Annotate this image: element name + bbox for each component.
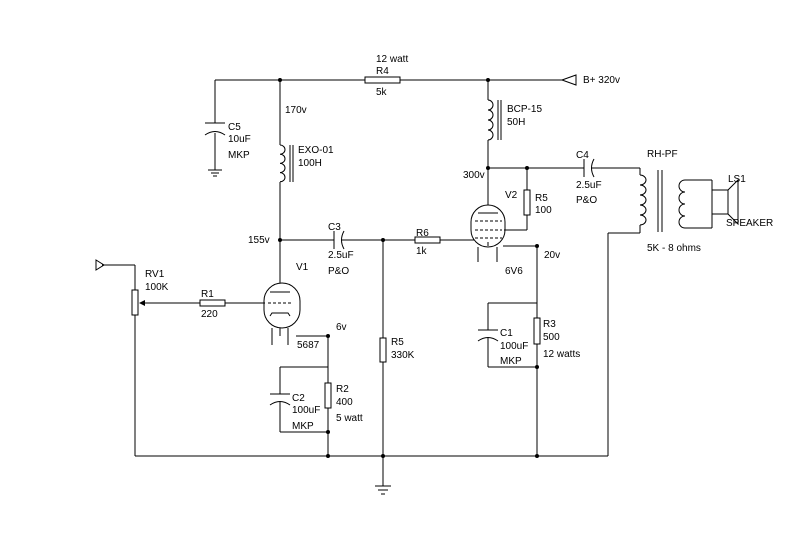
r4-ref: R4 (376, 66, 389, 77)
v1-tube (263, 282, 301, 345)
c2-capacitor (269, 393, 291, 406)
labels: 12 watt R4 5k B+ 320v C5 10uF MKP 170v E… (145, 54, 773, 432)
c2-ref: C2 (292, 393, 305, 404)
r5-screen-resistor (523, 189, 531, 216)
exo-value: 100H (298, 158, 322, 169)
r3-power: 12 watts (543, 349, 580, 360)
v1-cathode-voltage: 6v (336, 322, 347, 333)
r6-value: 1k (416, 246, 428, 257)
r5-screen-ref: R5 (535, 193, 548, 204)
c1-type: MKP (500, 356, 522, 367)
r4-power: 12 watt (376, 54, 408, 65)
b-plus-terminal-icon (560, 74, 577, 86)
c2-value: 100uF (292, 405, 320, 416)
c4-ref: C4 (576, 150, 589, 161)
r1-resistor (199, 299, 226, 307)
r5-grid-ref: R5 (391, 337, 404, 348)
v2-plate-voltage: 300v (463, 170, 485, 181)
r2-resistor (324, 382, 332, 409)
v2-cathode-voltage: 20v (544, 250, 560, 261)
r2-power: 5 watt (336, 413, 363, 424)
r2-ref: R2 (336, 384, 349, 395)
r4-value: 5k (376, 87, 388, 98)
bcp-15-choke (487, 99, 502, 141)
v2-type: 6V6 (505, 266, 523, 277)
c1-value: 100uF (500, 341, 528, 352)
bcp-value: 50H (507, 117, 525, 128)
ground-icon (208, 169, 222, 177)
v1-type: 5687 (297, 340, 320, 351)
v2-tube (470, 204, 506, 262)
supply-label: B+ 320v (583, 75, 620, 86)
c1-capacitor (477, 329, 499, 342)
rh-pf-transformer (639, 170, 686, 232)
rv1-ref: RV1 (145, 269, 165, 280)
r6-resistor (414, 236, 441, 244)
r3-resistor (533, 317, 541, 345)
rv1-value: 100K (145, 282, 169, 293)
c3-type: P&O (328, 266, 349, 277)
v1-ref: V1 (296, 262, 309, 273)
main-ground-icon (375, 485, 391, 495)
speaker-icon (711, 178, 739, 226)
c5-type: MKP (228, 150, 250, 161)
r3-ref: R3 (543, 319, 556, 330)
r4-resistor (364, 76, 401, 84)
r3-value: 500 (543, 332, 560, 343)
r5-grid-value: 330K (391, 350, 415, 361)
transformer-ratio: 5K - 8 ohms (647, 243, 701, 254)
speaker-name: SPEAKER (726, 218, 773, 229)
junctions (278, 78, 539, 458)
r1-value: 220 (201, 309, 218, 320)
c5-capacitor (204, 122, 226, 136)
c4-capacitor (583, 158, 595, 178)
r5-screen-value: 100 (535, 205, 552, 216)
c3-value: 2.5uF (328, 250, 354, 261)
v1-plate-voltage: 155v (248, 235, 270, 246)
input-terminal-icon (95, 259, 105, 271)
r2-value: 400 (336, 397, 353, 408)
v2-ref: V2 (505, 190, 518, 201)
wires (102, 79, 713, 486)
c3-ref: C3 (328, 222, 341, 233)
speaker-ref: LS1 (728, 174, 746, 185)
r6-ref: R6 (416, 228, 429, 239)
transformer-ref: RH-PF (647, 149, 678, 160)
c1-ref: C1 (500, 328, 513, 339)
c4-type: P&O (576, 195, 597, 206)
r1-ref: R1 (201, 289, 214, 300)
exo-voltage: 170v (285, 105, 307, 116)
c3-capacitor (333, 230, 345, 250)
c2-type: MKP (292, 421, 314, 432)
exo-ref: EXO-01 (298, 145, 334, 156)
c5-ref: C5 (228, 122, 241, 133)
rv1-potentiometer (131, 289, 146, 316)
exo-01-choke (279, 144, 294, 183)
c4-value: 2.5uF (576, 180, 602, 191)
r5-grid-resistor (379, 337, 387, 363)
bcp-ref: BCP-15 (507, 104, 542, 115)
c5-value: 10uF (228, 134, 251, 145)
